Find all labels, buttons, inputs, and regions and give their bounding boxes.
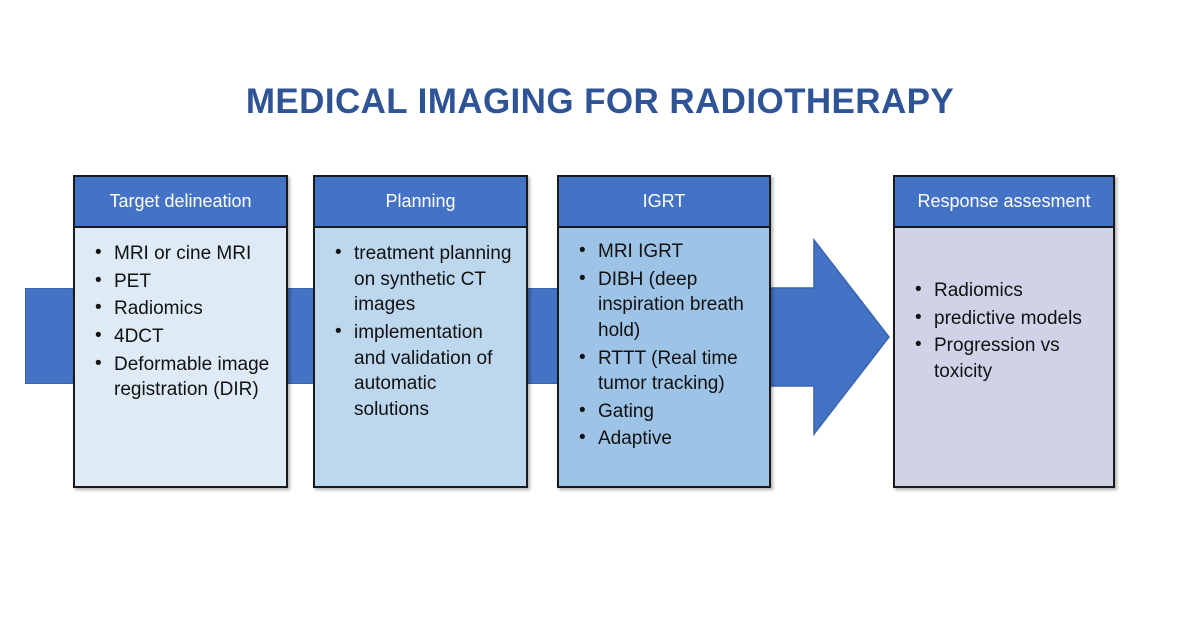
bullet-list-target-delineation: MRI or cine MRI PET Radiomics 4DCT Defor… [86, 240, 276, 403]
list-item: PET [86, 268, 276, 295]
list-item: Radiomics [86, 295, 276, 322]
box-header-target-delineation: Target delineation [75, 177, 286, 228]
box-body-planning: treatment planning on synthetic CT image… [315, 228, 526, 486]
list-item: treatment planning on synthetic CT image… [326, 240, 516, 318]
list-item: implementation and validation of automat… [326, 319, 516, 423]
bullet-list-response-assesment: Radiomics predictive models Progression … [906, 277, 1103, 385]
connector-planning-to-igrt [525, 288, 561, 384]
connector-entry-stub [25, 288, 77, 384]
list-item: MRI IGRT [570, 238, 759, 265]
box-body-target-delineation: MRI or cine MRI PET Radiomics 4DCT Defor… [75, 228, 286, 486]
list-item: Gating [570, 398, 759, 425]
bullet-list-igrt: MRI IGRT DIBH (deep inspiration breath h… [570, 238, 759, 452]
box-header-planning: Planning [315, 177, 526, 228]
list-item: Radiomics [906, 277, 1103, 304]
process-box-target-delineation[interactable]: Target delineation MRI or cine MRI PET R… [73, 175, 288, 488]
box-body-response-assesment: Radiomics predictive models Progression … [895, 228, 1113, 486]
list-item: Progression vs toxicity [906, 332, 1103, 384]
box-header-response-assesment: Response assesment [895, 177, 1113, 228]
list-item: RTTT (Real time tumor tracking) [570, 345, 759, 397]
list-item: predictive models [906, 305, 1103, 332]
box-header-igrt: IGRT [559, 177, 769, 228]
connector-igrt-to-response-arrow-icon [769, 238, 891, 436]
process-box-response-assesment[interactable]: Response assesment Radiomics predictive … [893, 175, 1115, 488]
list-item: 4DCT [86, 323, 276, 350]
page-title: MEDICAL IMAGING FOR RADIOTHERAPY [245, 82, 955, 121]
bullet-list-planning: treatment planning on synthetic CT image… [326, 240, 516, 423]
box-body-igrt: MRI IGRT DIBH (deep inspiration breath h… [559, 228, 769, 486]
list-item: Deformable image registration (DIR) [86, 351, 276, 403]
process-box-planning[interactable]: Planning treatment planning on synthetic… [313, 175, 528, 488]
list-item: Adaptive [570, 425, 759, 452]
process-box-igrt[interactable]: IGRT MRI IGRT DIBH (deep inspiration bre… [557, 175, 771, 488]
list-item: MRI or cine MRI [86, 240, 276, 267]
list-item: DIBH (deep inspiration breath hold) [570, 266, 759, 344]
